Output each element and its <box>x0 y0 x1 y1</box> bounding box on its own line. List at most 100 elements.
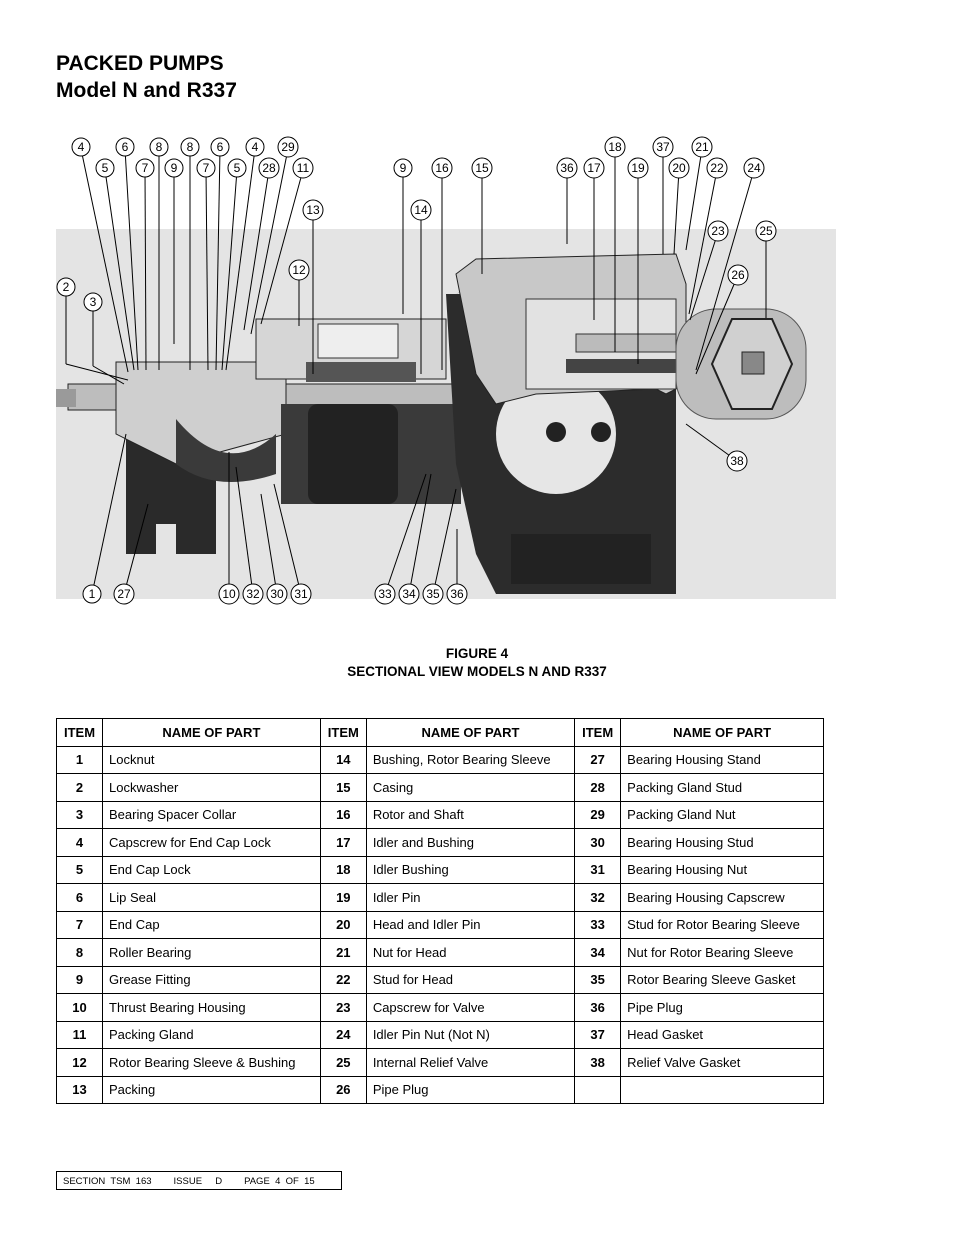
part-name-cell: Idler Pin Nut (Not N) <box>365 1020 576 1049</box>
callout: 31 <box>290 583 312 605</box>
item-number-cell: 36 <box>574 993 622 1022</box>
svg-text:30: 30 <box>270 587 284 601</box>
part-name-cell: Idler Bushing <box>365 855 576 884</box>
svg-text:7: 7 <box>142 161 149 175</box>
callout: 14 <box>410 199 432 221</box>
svg-text:13: 13 <box>306 203 320 217</box>
callout: 10 <box>218 583 240 605</box>
callout: 9 <box>164 158 184 178</box>
col-header-name: NAME OF PART <box>620 718 824 747</box>
item-number-cell: 6 <box>56 883 103 912</box>
item-number-cell: 11 <box>56 1020 103 1049</box>
item-number-cell: 18 <box>319 855 367 884</box>
svg-text:17: 17 <box>587 161 601 175</box>
svg-text:31: 31 <box>294 587 308 601</box>
part-name-cell: Relief Valve Gasket <box>620 1048 824 1077</box>
item-number-cell: 8 <box>56 938 103 967</box>
item-number-cell: 38 <box>574 1048 622 1077</box>
part-name-cell: Casing <box>365 773 576 802</box>
callout: 9 <box>393 158 413 178</box>
callout: 37 <box>652 136 674 158</box>
svg-text:1: 1 <box>89 587 96 601</box>
item-number-cell: 2 <box>56 773 103 802</box>
svg-text:15: 15 <box>475 161 489 175</box>
item-number-cell: 19 <box>319 883 367 912</box>
part-name-cell: Stud for Head <box>365 965 576 994</box>
part-name-cell: Bearing Housing Capscrew <box>620 883 824 912</box>
callout: 26 <box>727 264 749 286</box>
svg-text:10: 10 <box>222 587 236 601</box>
svg-text:6: 6 <box>122 140 129 154</box>
part-name-cell: Roller Bearing <box>102 938 321 967</box>
svg-text:9: 9 <box>400 161 407 175</box>
col-header-item: ITEM <box>319 718 367 747</box>
part-name-cell: Packing <box>102 1075 321 1104</box>
item-number-cell: 7 <box>56 910 103 939</box>
svg-text:8: 8 <box>156 140 163 154</box>
col-header-item: ITEM <box>56 718 103 747</box>
callout: 3 <box>83 292 103 312</box>
title-line-2: Model N and R337 <box>56 79 237 102</box>
item-number-cell: 10 <box>56 993 103 1022</box>
leader-lines <box>65 148 767 595</box>
svg-text:25: 25 <box>759 224 773 238</box>
part-name-cell: Rotor Bearing Sleeve Gasket <box>620 965 824 994</box>
footer-section: SECTION TSM 163 <box>63 1176 152 1187</box>
svg-text:28: 28 <box>262 161 276 175</box>
svg-text:5: 5 <box>234 161 241 175</box>
callout: 21 <box>691 136 713 158</box>
callout: 32 <box>242 583 264 605</box>
svg-text:36: 36 <box>450 587 464 601</box>
col-header-name: NAME OF PART <box>102 718 321 747</box>
part-name-cell <box>620 1075 824 1104</box>
item-number-cell: 33 <box>574 910 622 939</box>
item-number-cell: 27 <box>574 745 622 774</box>
svg-text:14: 14 <box>414 203 428 217</box>
callout: 2 <box>56 277 76 297</box>
part-name-cell: Pipe Plug <box>365 1075 576 1104</box>
callout: 8 <box>180 137 200 157</box>
callout: 27 <box>113 583 135 605</box>
part-name-cell: Packing Gland Stud <box>620 773 824 802</box>
item-number-cell: 34 <box>574 938 622 967</box>
figure-caption-number: FIGURE 4 <box>445 646 509 661</box>
svg-text:6: 6 <box>217 140 224 154</box>
svg-text:23: 23 <box>711 224 725 238</box>
svg-text:36: 36 <box>560 161 574 175</box>
item-number-cell: 16 <box>319 800 367 829</box>
callout-labels: 4 5 6 7 8 8 9 6 7 4 5 29 28 11 13 12 14 … <box>56 136 777 605</box>
callout: 38 <box>726 450 748 472</box>
part-name-cell: Idler Pin <box>365 883 576 912</box>
part-name-cell: Nut for Rotor Bearing Sleeve <box>620 938 824 967</box>
svg-text:11: 11 <box>297 161 310 175</box>
part-name-cell: Rotor Bearing Sleeve & Bushing <box>102 1048 321 1077</box>
part-name-cell: Idler and Bushing <box>365 828 576 857</box>
part-name-cell: Stud for Rotor Bearing Sleeve <box>620 910 824 939</box>
item-number-cell: 37 <box>574 1020 622 1049</box>
item-number-cell: 15 <box>319 773 367 802</box>
part-name-cell: Bearing Housing Stud <box>620 828 824 857</box>
part-name-cell: Packing Gland <box>102 1020 321 1049</box>
part-name-cell: End Cap Lock <box>102 855 321 884</box>
svg-text:5: 5 <box>102 161 109 175</box>
item-number-cell: 25 <box>319 1048 367 1077</box>
svg-text:34: 34 <box>402 587 416 601</box>
item-number-cell: 5 <box>56 855 103 884</box>
sectional-view-figure: 4 5 6 7 8 8 9 6 7 4 5 29 28 11 13 12 14 … <box>56 136 836 605</box>
item-number-cell: 24 <box>319 1020 367 1049</box>
item-number-cell: 14 <box>319 745 367 774</box>
part-name-cell: Capscrew for End Cap Lock <box>102 828 321 857</box>
svg-text:26: 26 <box>731 268 745 282</box>
callout: 24 <box>743 157 765 179</box>
callout: 5 <box>227 158 247 178</box>
part-name-cell: Bearing Housing Stand <box>620 745 824 774</box>
svg-text:9: 9 <box>171 161 178 175</box>
